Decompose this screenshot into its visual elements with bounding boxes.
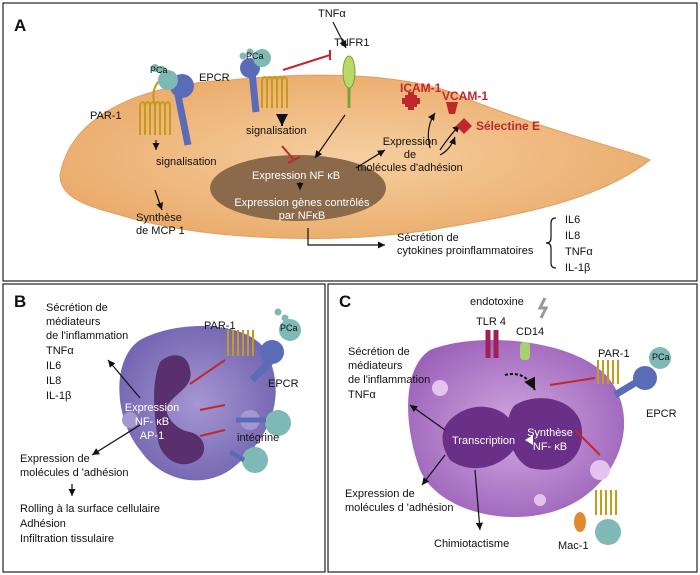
b-sec-line: médiateurs <box>46 316 101 328</box>
transcription-label: Transcription <box>452 435 516 447</box>
integrine-label: intégrine <box>237 432 280 444</box>
b-sec-line: IL6 <box>46 360 62 372</box>
b-expr-line: NF- κB <box>134 416 170 428</box>
cyto-label-line1: Sécrétion de <box>397 232 459 244</box>
cd14-label: CD14 <box>516 326 545 338</box>
selectine-symbol <box>456 118 472 134</box>
par1-receptor-a-mid <box>261 76 288 108</box>
endotoxin-bolt <box>537 297 549 319</box>
cytokine-il1b: IL-1β <box>565 262 591 274</box>
adh-label-line2: de <box>403 149 417 161</box>
c-adh-line1: Expression de <box>345 488 415 500</box>
c-adh-line2: molécules d 'adhésion <box>345 502 454 514</box>
b-roll-line: Adhésion <box>20 518 66 530</box>
inhibit-tnf-a <box>282 54 331 71</box>
b-roll-line: Rolling à la surface cellulaire <box>20 503 161 515</box>
integrin-b <box>228 410 291 473</box>
nucleus-b <box>154 355 205 465</box>
cytokine-il6: IL6 <box>565 214 581 226</box>
vcam-label: VCAM-1 <box>442 89 489 103</box>
pca-a-left <box>158 70 178 90</box>
tnfr1-label: TNFR1 <box>334 37 370 49</box>
pca-label-a-left: PCa <box>150 65 168 75</box>
c-sec-line: Sécrétion de <box>348 346 410 358</box>
adh-label-line3: molécules d'adhésion <box>357 162 463 174</box>
mcp-label-line2: de MCP 1 <box>136 225 185 237</box>
pca-label-c: PCa <box>652 352 670 362</box>
adh-label-line1: Expression <box>382 136 438 148</box>
chimio-label: Chimiotactisme <box>434 538 510 550</box>
icam-label: ICAM-1 <box>400 81 442 95</box>
b-sec-line: Sécrétion de <box>46 302 108 314</box>
b-expr-line: Expression <box>124 402 180 414</box>
pca-b <box>279 319 301 341</box>
pca-label-a-mid: PCa <box>246 51 264 61</box>
tlr4-receptor <box>485 330 499 358</box>
tnf-alpha-label: TNFα <box>318 8 346 20</box>
endotoxine-label: endotoxine <box>470 296 524 308</box>
synth-line1: Synthèse <box>527 427 573 439</box>
b-sec-line: de l'inflammation <box>46 330 129 342</box>
cytokine-tnf: TNFα <box>565 246 593 258</box>
genes-label-line2: par NFκB <box>278 210 326 222</box>
nucleus-c-left <box>442 406 520 469</box>
pca-a-mid <box>253 49 271 67</box>
mac1-label: Mac-1 <box>558 540 589 552</box>
epcr-label-b: EPCR <box>268 378 299 390</box>
selectine-label: Sélectine E <box>476 119 541 133</box>
par1-label-c: PAR-1 <box>598 348 630 360</box>
b-expr-line: AP-1 <box>139 430 165 442</box>
c-sec-line: de l'inflammation <box>348 374 431 386</box>
b-sec-line: IL-1β <box>46 390 72 402</box>
tnfr1-receptor <box>342 55 356 89</box>
pca-label-b: PCa <box>280 323 298 333</box>
par1-label-a: PAR-1 <box>90 110 122 122</box>
panel-b-letter: B <box>14 292 27 311</box>
cytokine-il8: IL8 <box>565 230 581 242</box>
epcr-label-c: EPCR <box>646 408 677 420</box>
genes-label-line1: Expression gènes contrôlés <box>234 197 370 209</box>
pca-c <box>649 347 671 369</box>
vcam-symbol <box>446 102 458 114</box>
mcp-label-line1: Synthèse <box>136 212 182 224</box>
panel-a-letter: A <box>14 16 27 35</box>
cytokine-brace <box>545 217 557 269</box>
b-sec-line: IL8 <box>46 375 62 387</box>
par1-label-b: PAR-1 <box>204 320 236 332</box>
synth-line2: NF- κB <box>532 441 568 453</box>
epcr-label-a: EPCR <box>199 72 230 84</box>
cd14-receptor <box>520 342 530 360</box>
cyto-label-line2: cytokines proinflammatoires <box>397 245 534 257</box>
nfkb-expression-label: Expression NF κB <box>252 170 341 182</box>
tlr4-label: TLR 4 <box>476 316 506 328</box>
c-sec-line: TNFα <box>348 389 376 401</box>
nucleus-c-right <box>507 398 583 470</box>
icam-symbol <box>402 92 420 110</box>
epcr-a <box>174 94 192 146</box>
signal-mid-label: signalisation <box>246 125 307 137</box>
b-roll-line: Infiltration tissulaire <box>20 533 115 545</box>
b-adh-line2: molécules d 'adhésion <box>20 467 129 479</box>
c-sec-line: médiateurs <box>348 360 403 372</box>
par1-receptor-c <box>597 360 619 384</box>
panel-c-letter: C <box>339 292 352 311</box>
b-sec-line: TNFα <box>46 345 74 357</box>
signal-left-label: signalisation <box>156 156 217 168</box>
par1-receptor-a <box>139 101 171 135</box>
endothelial-cell <box>59 74 651 239</box>
par1-receptor-b <box>227 330 254 356</box>
b-adh-line1: Expression de <box>20 453 90 465</box>
mac1-receptor <box>595 490 617 515</box>
